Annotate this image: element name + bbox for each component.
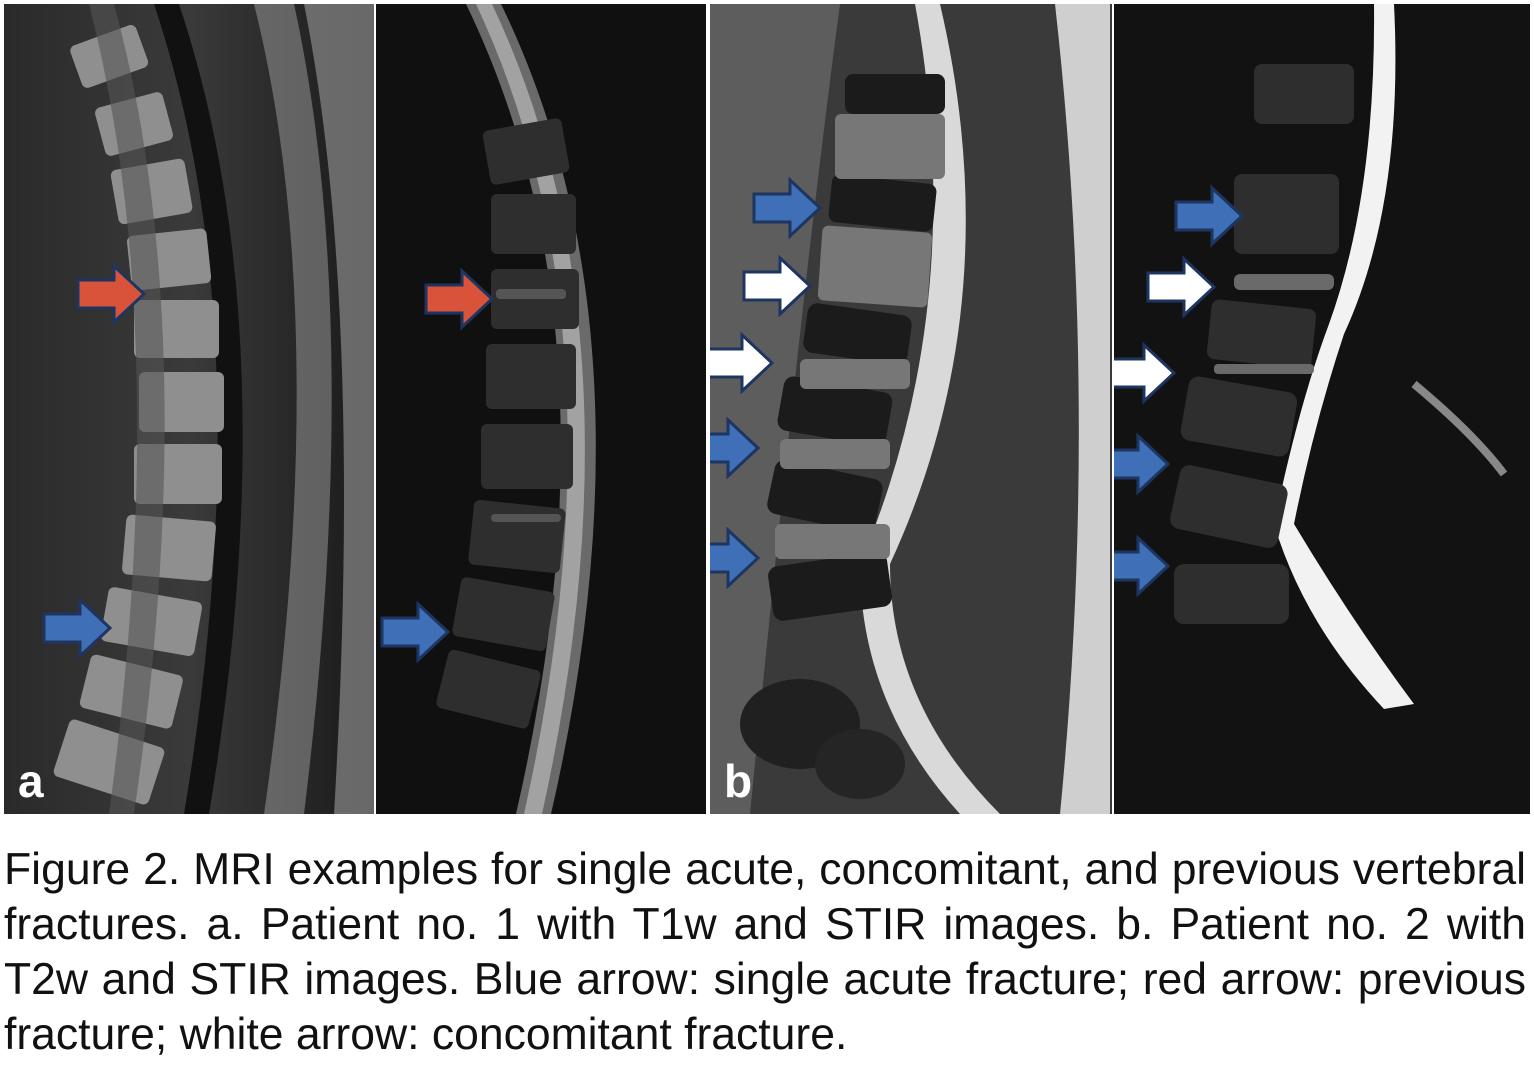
white-arrow-icon	[710, 331, 775, 395]
mri-image-b-stir	[1114, 4, 1530, 814]
blue-arrow-icon	[1114, 534, 1171, 598]
mri-image-b-t2w	[710, 4, 1112, 814]
mri-figure: a	[4, 4, 1530, 814]
mri-panel-b-t2w: b	[710, 4, 1112, 814]
white-arrow-icon	[1114, 341, 1177, 405]
blue-arrow-icon	[42, 596, 113, 660]
mri-panel-b-stir	[1114, 4, 1530, 814]
mri-image-a-stir	[376, 4, 706, 814]
white-arrow-icon	[1146, 255, 1217, 319]
blue-arrow-icon	[380, 600, 451, 664]
blue-arrow-icon	[1174, 184, 1245, 248]
blue-arrow-icon	[752, 176, 823, 240]
red-arrow-icon	[424, 267, 495, 331]
red-arrow-icon	[76, 262, 147, 326]
figure-caption: Figure 2. MRI examples for single acute,…	[4, 845, 1526, 1059]
mri-panel-a-stir	[376, 4, 706, 814]
panel-label-b: b	[724, 755, 753, 807]
blue-arrow-icon	[1114, 432, 1171, 496]
panel-label-a: a	[18, 755, 44, 807]
mri-panel-a-t1w: a	[4, 4, 374, 814]
blue-arrow-icon	[710, 526, 761, 590]
blue-arrow-icon	[710, 416, 761, 480]
mri-image-a-t1w	[4, 4, 374, 814]
white-arrow-icon	[742, 254, 813, 318]
